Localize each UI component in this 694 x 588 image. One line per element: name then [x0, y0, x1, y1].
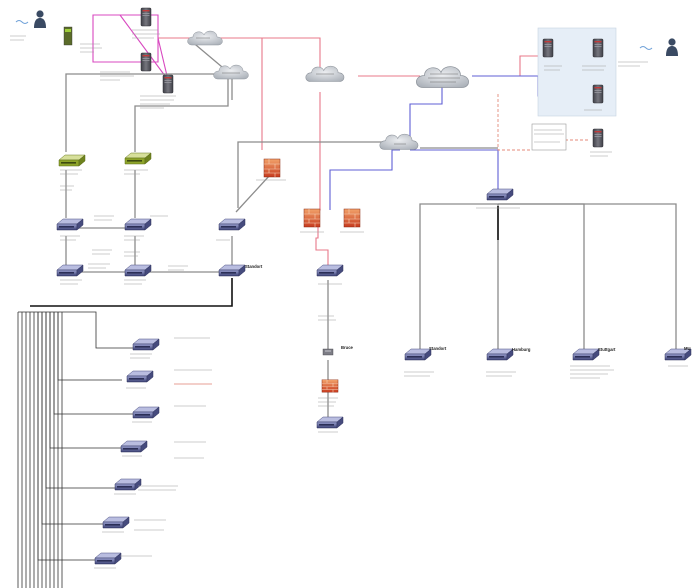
switch-icon: [124, 218, 152, 231]
offsite-box: [531, 123, 567, 151]
label-lines: [10, 29, 688, 569]
site-label: Standort: [429, 346, 447, 351]
switch-icon: [218, 218, 246, 231]
user-icon: [666, 38, 678, 56]
switch-icon: [572, 348, 600, 361]
site-label: Stuttgart: [598, 347, 616, 352]
cloud-icon: [213, 64, 249, 80]
wave-icon: [639, 46, 653, 50]
firewall-icon: [343, 208, 361, 228]
branch-lines: [17, 311, 136, 588]
switch-icon: [114, 478, 142, 491]
switch-icon: [56, 218, 84, 231]
router-icon: [63, 26, 73, 46]
switch-icon: [132, 338, 160, 351]
switch-icon: [316, 264, 344, 277]
server-icon: [140, 52, 152, 72]
switch-icon: [124, 152, 152, 165]
site-label: Hamburg: [512, 347, 531, 352]
switch-icon: [56, 264, 84, 277]
switch-icon: [486, 348, 514, 361]
server-icon: [592, 128, 604, 148]
site-label: MU: [684, 346, 691, 351]
cloud-label-lines: [196, 37, 460, 145]
cloud-icon: [416, 66, 469, 88]
firewall-icon: [303, 208, 321, 228]
user-icon: [34, 10, 46, 28]
switch-icon: [58, 154, 86, 167]
switch-icon: [124, 264, 152, 277]
server-icon: [162, 74, 174, 94]
firewall-icon: [321, 379, 339, 393]
switch-icon: [126, 370, 154, 383]
server-icon: [542, 38, 554, 58]
trunk-lines: [30, 206, 499, 307]
device-icon: [322, 348, 334, 356]
cloud-icon: [379, 133, 419, 150]
wave-icon: [15, 20, 29, 24]
switch-icon: [102, 516, 130, 529]
switch-icon: [404, 348, 432, 361]
switch-icon: [218, 264, 246, 277]
site-label: Bruce: [341, 345, 354, 350]
switch-icon: [132, 406, 160, 419]
site-label: Standort: [245, 264, 263, 269]
server-icon: [592, 38, 604, 58]
links-vpn: [497, 94, 590, 151]
switch-icon: [486, 188, 514, 201]
firewall-icon: [263, 158, 281, 178]
server-icon: [592, 84, 604, 104]
switch-icon: [94, 552, 122, 565]
links-magenta: [92, 14, 169, 81]
switch-icon: [316, 416, 344, 429]
switch-icon: [120, 440, 148, 453]
server-icon: [140, 7, 152, 27]
